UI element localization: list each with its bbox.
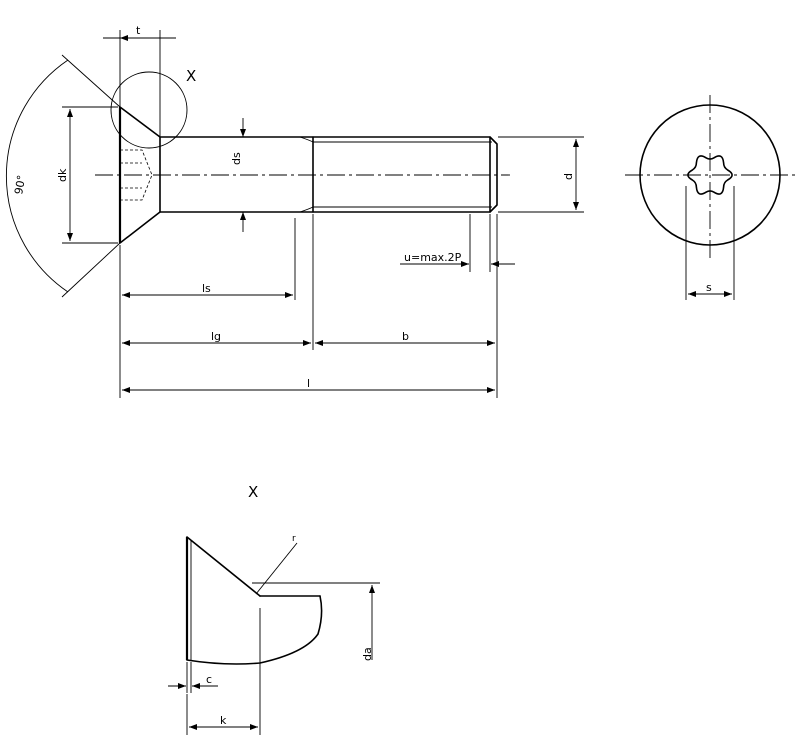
dim-u-label: u=max.2P bbox=[404, 251, 462, 264]
dim-t-label: t bbox=[136, 24, 141, 37]
dim-r-label: r bbox=[292, 534, 296, 544]
dim-b-label: b bbox=[402, 330, 409, 343]
dim-l-label: l bbox=[307, 377, 310, 390]
dim-c-label: c bbox=[206, 673, 212, 686]
dim-k-label: k bbox=[220, 714, 227, 727]
shank-outline bbox=[159, 136, 498, 213]
detail-x-title: X bbox=[248, 483, 258, 501]
angle-label: 90° bbox=[12, 174, 28, 195]
head-countersink-outline bbox=[119, 106, 161, 244]
screw-side-view: X bbox=[95, 67, 510, 244]
screw-end-view: s bbox=[625, 95, 795, 300]
torx-recess bbox=[687, 155, 733, 195]
dim-ds-label: ds bbox=[230, 152, 243, 165]
dimensions-side-view: t 90° dk ds d u=max.2P ls bbox=[5, 24, 584, 398]
dim-lg-label: lg bbox=[211, 330, 221, 343]
detail-break-line bbox=[186, 595, 323, 665]
dim-da-label: da bbox=[361, 647, 374, 661]
detail-countersink bbox=[186, 536, 261, 597]
dim-dk-label: dk bbox=[56, 168, 69, 182]
detail-x-view: X r da c k bbox=[168, 483, 380, 735]
dim-s-label: s bbox=[706, 281, 712, 294]
detail-x-circle bbox=[110, 71, 188, 149]
dim-d-label: d bbox=[562, 173, 575, 180]
thread-runout-bottom bbox=[299, 206, 314, 213]
thread-runout-top bbox=[299, 136, 314, 143]
detail-x-label: X bbox=[186, 67, 196, 85]
dim-ls-label: ls bbox=[202, 282, 211, 295]
angle-arc bbox=[5, 59, 69, 293]
